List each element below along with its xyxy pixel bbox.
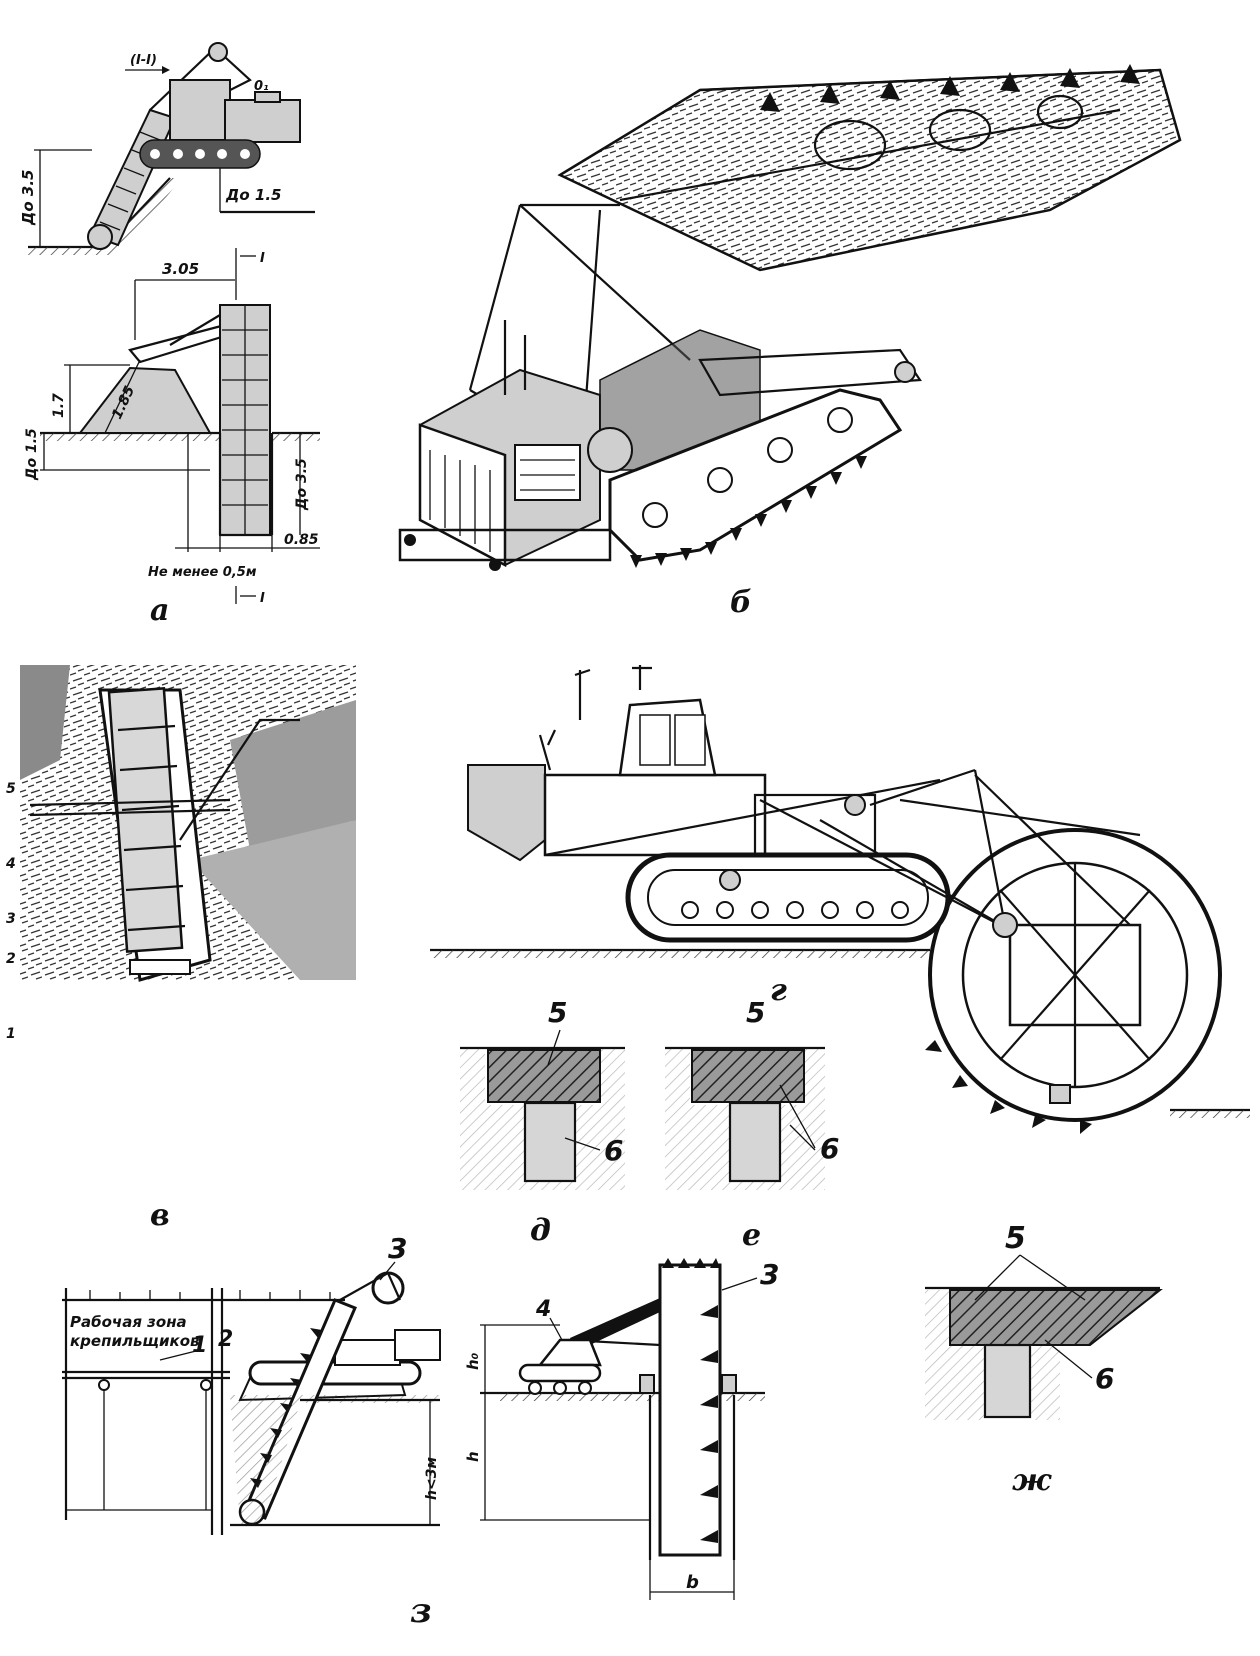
zh-num-5: 5 [1005,1221,1026,1256]
panel-v-label: в [150,1198,170,1233]
d-num-6: 6 [604,1134,623,1167]
zh-num-6: 6 [1095,1362,1114,1395]
top-boom-label: (I-I) [130,53,157,68]
e-num-5: 5 [746,996,765,1029]
depth-dim-label: До 3.5 [19,170,37,226]
z-num-4: 4 [535,1297,551,1322]
panel-a: (I-I) 0₁ До 3.5 До 1.5 3.05 I I [19,42,320,628]
z-num-1: 1 [192,1333,207,1358]
footing-6-e [728,1101,782,1183]
side-num-3: 3 [6,911,16,927]
panel-a-label: а [150,593,169,628]
vertical-chain-trench: 4 3 h₀ h b [464,1258,779,1600]
z-num-3: 3 [388,1232,407,1265]
h0-label: h₀ [464,1352,482,1370]
h-17-label: 1.7 [51,393,67,418]
side-num-4: 4 [5,856,16,872]
b-label: b [686,1572,699,1593]
panel-z-label: з [410,1591,432,1631]
footing-6-zh [983,1343,1032,1419]
h-label: h [464,1451,482,1462]
panel-d-label: д [530,1213,551,1248]
trench-cross-section: 3.05 I I [24,248,320,606]
section-mark-top: I [260,251,265,266]
panel-zh-label: ж [1012,1463,1052,1498]
z-num-3b: 3 [760,1258,779,1291]
depth-left-label: h<3м [424,1457,440,1500]
panel-e-label: е [742,1218,761,1253]
panel-v: 5 4 3 2 1 в [5,665,356,1233]
d-num-5: 5 [548,996,567,1029]
panel-g-label: г [770,973,787,1008]
panel-zh: 5 6 ж [925,1221,1163,1498]
panel-d: 5 6 д [460,996,625,1248]
zone-line-1: Рабочая зона [70,1313,187,1331]
bottom-width-label: 0.85 [284,532,319,548]
side-num-1: 1 [6,1026,16,1042]
section-mark-bottom: I [260,591,265,606]
panel-e: 5 6 е [665,996,839,1253]
top-marker-label: 0₁ [254,79,269,94]
slab-5-e [691,1049,805,1103]
width-dim-label: 3.05 [162,260,199,278]
panel-z: Рабочая зона крепильщиков 1 2 3 [62,1232,779,1631]
side-num-2: 2 [6,951,16,967]
zone-line-2: крепильщиков [70,1332,200,1350]
min-note-label: Не менее 0,5м [148,565,257,580]
slab-5-zh [949,1289,1163,1346]
slab-5-d [487,1049,601,1103]
e-num-6: 6 [820,1132,839,1165]
panel-b: б [398,64,1182,620]
wheel-trencher-side-view [430,665,1250,1134]
panel-g: г [430,665,1250,1134]
trench-excavator-side-view: (I-I) 0₁ До 3.5 До 1.5 [19,42,315,255]
rotary-trencher-perspective [398,64,1182,571]
footing-6-d [523,1101,577,1183]
panel-b-label: б [730,585,752,620]
shored-trench-section: Рабочая зона крепильщиков 1 2 3 [62,1232,441,1535]
right-depth-label: До 3.5 [294,458,310,511]
left-depth-label: До 1.5 [24,428,40,481]
z-num-2: 2 [218,1327,233,1352]
side-num-5: 5 [6,781,16,797]
step-dim-label: До 1.5 [225,186,281,204]
